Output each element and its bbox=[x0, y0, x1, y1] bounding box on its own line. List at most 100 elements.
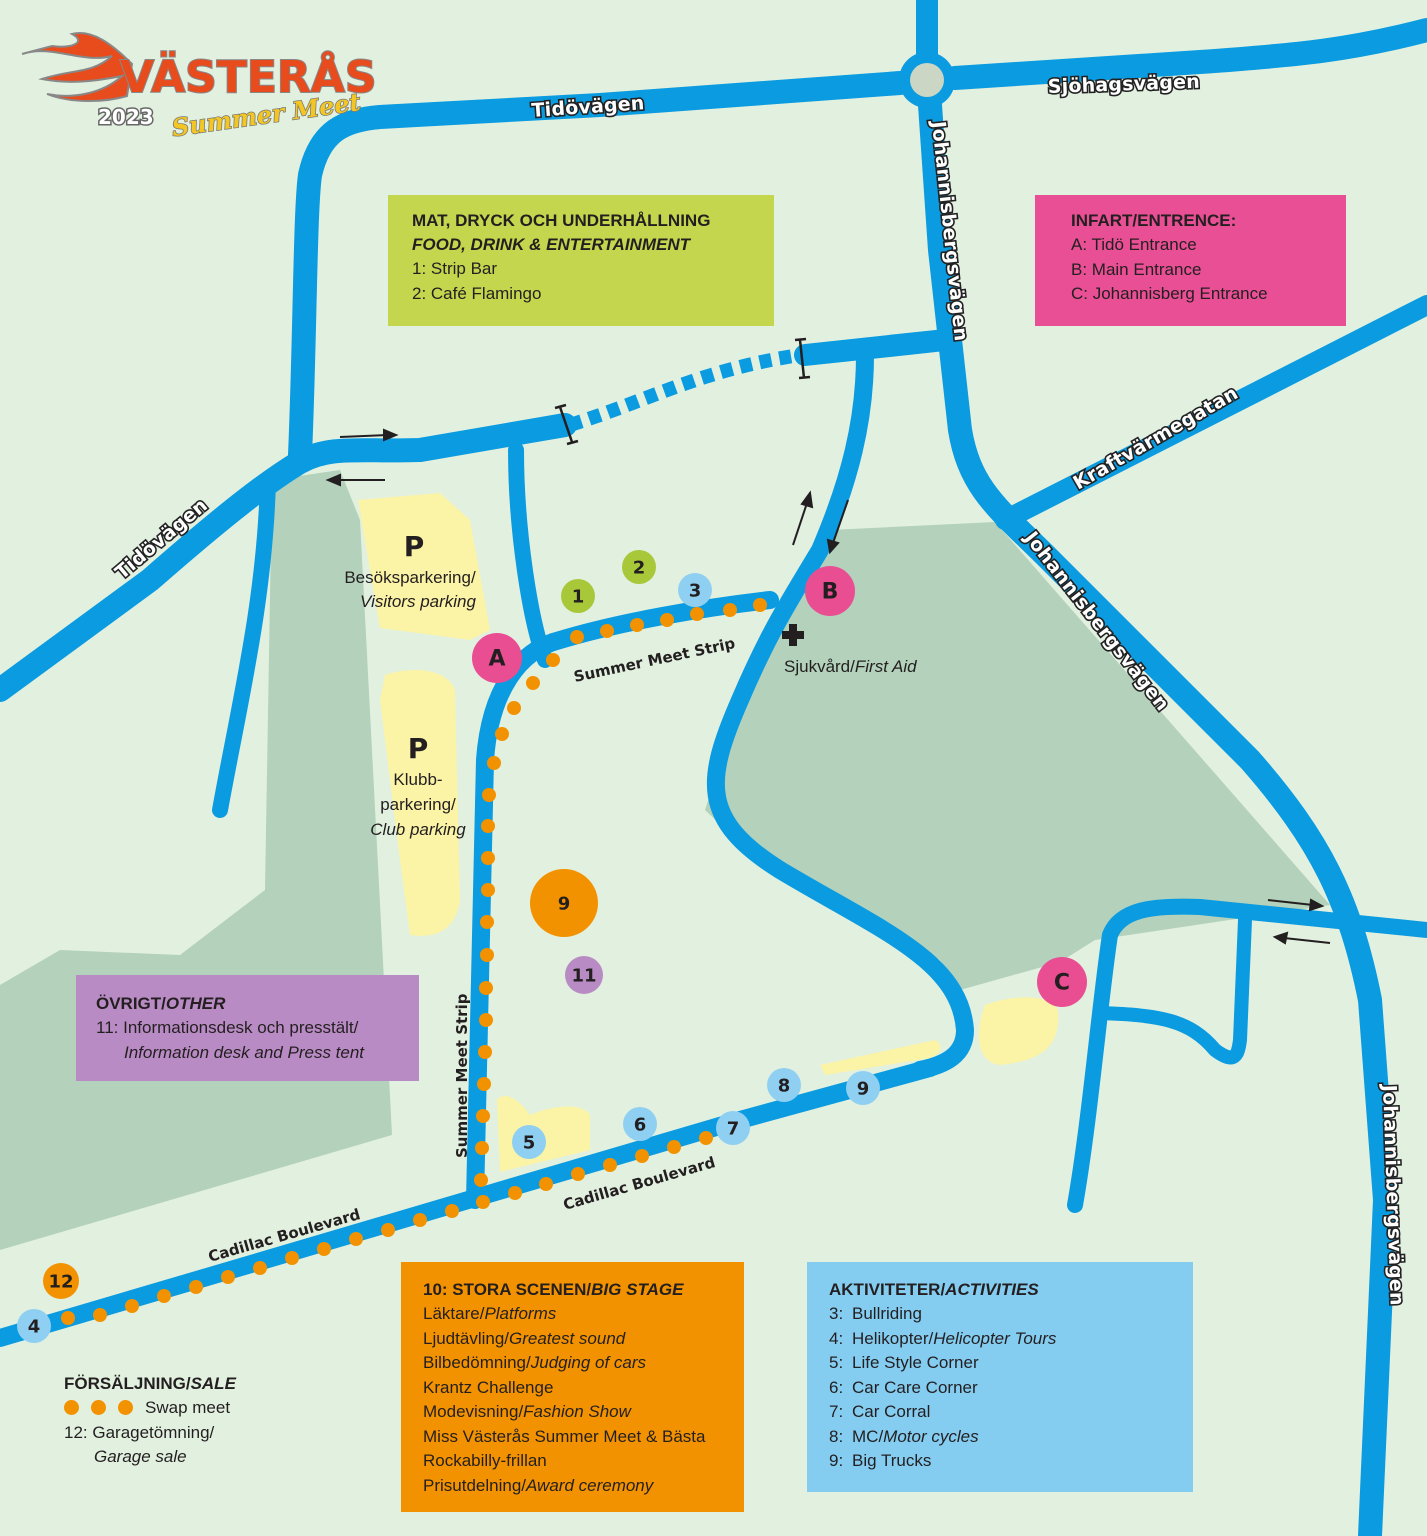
marker-stage[interactable]: 9 bbox=[530, 869, 598, 937]
legend-stage-item: Modevisning/Fashion Show bbox=[423, 1402, 631, 1421]
svg-text:2: 2 bbox=[633, 558, 646, 579]
road-tidovagen-left bbox=[0, 413, 577, 702]
label-summer-meet-strip-2: Summer Meet Strip bbox=[453, 993, 471, 1158]
label-kraftvarmegatan: Kraftvärmegatan bbox=[1070, 382, 1242, 494]
road-west-spur bbox=[212, 472, 276, 818]
road-b-entrance bbox=[706, 346, 974, 1079]
area-c bbox=[978, 997, 1059, 1065]
direction-arrows bbox=[325, 428, 1331, 945]
road-planned-dashed bbox=[567, 348, 802, 432]
legend-stage-title-sv: 10: STORA SCENEN/ bbox=[423, 1280, 592, 1299]
svg-text:3: 3 bbox=[689, 581, 702, 602]
legend-food-item: 2: Café Flamingo bbox=[412, 283, 542, 303]
svg-text:9: 9 bbox=[857, 1079, 870, 1100]
road-loop-inner bbox=[1093, 913, 1252, 1065]
legend-activity-item: 7:Car Corral bbox=[829, 1402, 931, 1421]
legend-sale-title-en: SALE bbox=[190, 1374, 236, 1393]
marker-4-helicopter[interactable]: 4 bbox=[17, 1309, 51, 1343]
marker-11-info-desk[interactable]: 11 bbox=[565, 956, 603, 994]
parking-club-label-sv2: parkering/ bbox=[380, 795, 456, 814]
marker-2-cafe-flamingo[interactable]: 2 bbox=[622, 550, 656, 584]
legend-entrance-item: A: Tidö Entrance bbox=[1071, 235, 1197, 254]
svg-text:9: 9 bbox=[558, 894, 571, 915]
road-summer-meet-strip bbox=[466, 591, 779, 1209]
marker-5-life-style-corner[interactable]: 5 bbox=[512, 1125, 546, 1159]
legend-stage-title-en: BIG STAGE bbox=[591, 1280, 684, 1299]
label-summer-meet-strip-1: Summer Meet Strip bbox=[572, 634, 737, 686]
marker-entrance-b[interactable]: B bbox=[805, 566, 855, 616]
svg-text:12: 12 bbox=[48, 1272, 73, 1293]
swap-dot-icon bbox=[64, 1400, 79, 1415]
legend-activity-item: 9:Big Trucks bbox=[829, 1451, 932, 1470]
parking-visitors-label-sv: Besöksparkering/ bbox=[344, 568, 476, 587]
marker-8-motor-cycles[interactable]: 8 bbox=[767, 1068, 801, 1102]
legend-food-title-en: FOOD, DRINK & ENTERTAINMENT bbox=[412, 235, 690, 254]
legend-other: ÖVRIGT/OTHER 11: Informationsdesk och pr… bbox=[76, 975, 419, 1081]
svg-text:11: 11 bbox=[571, 966, 596, 987]
svg-text:1: 1 bbox=[572, 587, 585, 608]
roundabout-center bbox=[910, 63, 944, 97]
svg-text:A: A bbox=[488, 647, 505, 672]
marker-entrance-a[interactable]: A bbox=[472, 633, 522, 683]
road-north-connector bbox=[794, 329, 956, 366]
legend-activities: AKTIVITETER/ACTIVITIES 3:Bullriding 4:He… bbox=[807, 1262, 1193, 1492]
svg-text:B: B bbox=[822, 580, 839, 605]
legend-other-item-en: Information desk and Press tent bbox=[124, 1042, 365, 1062]
legend-sale-item-en: Garage sale bbox=[94, 1447, 187, 1466]
legend-other-title-en: OTHER bbox=[165, 994, 226, 1013]
swap-dot-icon bbox=[91, 1400, 106, 1415]
legend-entrance-title: INFART/ENTRENCE: bbox=[1071, 211, 1237, 230]
legend-stage-item: Bilbedömning/Judging of cars bbox=[423, 1353, 647, 1372]
marker-1-strip-bar[interactable]: 1 bbox=[561, 579, 595, 613]
legend-stage-item: Läktare/Platforms bbox=[423, 1304, 557, 1323]
parking-club-label-en: Club parking bbox=[370, 820, 466, 839]
svg-text:6: 6 bbox=[634, 1115, 647, 1136]
marker-3-bullriding[interactable]: 3 bbox=[678, 573, 712, 607]
marker-7-car-corral[interactable]: 7 bbox=[716, 1111, 750, 1145]
marker-entrance-c[interactable]: C bbox=[1037, 957, 1087, 1007]
legend-activity-item: 3:Bullriding bbox=[829, 1304, 922, 1323]
legend-activity-item: 6:Car Care Corner bbox=[829, 1377, 978, 1397]
legend-sale-swap: Swap meet bbox=[64, 1396, 324, 1421]
swap-dot-icon bbox=[118, 1400, 133, 1415]
legend-big-stage: 10: STORA SCENEN/BIG STAGE Läktare/Platf… bbox=[401, 1262, 744, 1512]
marker-9-big-trucks[interactable]: 9 bbox=[846, 1071, 880, 1105]
green-area-right bbox=[705, 522, 1330, 990]
parking-club-label-sv1: Klubb- bbox=[393, 770, 442, 789]
legend-food-drink: MAT, DRYCK OCH UNDERHÅLLNING FOOD, DRINK… bbox=[388, 195, 774, 326]
legend-stage-item: Miss Västerås Summer Meet & Bästa bbox=[423, 1426, 706, 1446]
vasteras-summer-meet-logo: VÄSTERÅS 2023 Summer Meet bbox=[12, 24, 402, 144]
parking-club-area bbox=[380, 670, 460, 936]
road-sjohagsvagen bbox=[943, 18, 1427, 90]
legend-sale: FÖRSÄLJNING/SALE Swap meet 12: Garagetöm… bbox=[64, 1372, 324, 1482]
flame-icon: VÄSTERÅS 2023 Summer Meet bbox=[21, 32, 378, 143]
svg-text:7: 7 bbox=[727, 1119, 740, 1140]
legend-sale-title-sv: FÖRSÄLJNING/ bbox=[64, 1374, 191, 1393]
legend-stage-item: Ljudtävling/Greatest sound bbox=[423, 1328, 626, 1348]
legend-other-title-sv: ÖVRIGT/ bbox=[96, 994, 166, 1013]
marker-12-garage-sale[interactable]: 12 bbox=[43, 1263, 79, 1299]
label-sjohagsvagen: Sjöhagsvägen bbox=[1047, 71, 1200, 98]
first-aid-icon bbox=[782, 624, 804, 646]
road-johannisbergsvagen bbox=[918, 93, 1397, 1536]
svg-text:4: 4 bbox=[28, 1317, 41, 1338]
legend-food-title-sv: MAT, DRYCK OCH UNDERHÅLLNING bbox=[412, 211, 711, 230]
road-johannisberg-loop bbox=[1067, 898, 1427, 1213]
legend-sale-item-sv: 12: Garagetömning/ bbox=[64, 1422, 215, 1442]
legend-stage-item: Krantz Challenge bbox=[423, 1377, 554, 1397]
green-area-left bbox=[0, 470, 392, 1250]
logo-title: VÄSTERÅS bbox=[120, 50, 377, 103]
legend-stage-item: Prisutdelning/Award ceremony bbox=[423, 1475, 654, 1495]
parking-visitors-area bbox=[358, 493, 490, 640]
legend-food-item: 1: Strip Bar bbox=[412, 259, 498, 278]
road-a-spur bbox=[508, 442, 553, 668]
legend-entrance-item: C: Johannisberg Entrance bbox=[1071, 284, 1268, 303]
legend-entrance: INFART/ENTRENCE: A: Tidö Entrance B: Mai… bbox=[1035, 195, 1346, 326]
swap-meet-dots bbox=[61, 598, 767, 1325]
marker-6-car-care-corner[interactable]: 6 bbox=[623, 1107, 657, 1141]
legend-activities-title-en: ACTIVITIES bbox=[945, 1280, 1039, 1299]
svg-text:C: C bbox=[1054, 971, 1070, 996]
legend-activity-item: 8:MC/Motor cycles bbox=[829, 1426, 979, 1446]
area-9-trucks bbox=[820, 1040, 941, 1075]
